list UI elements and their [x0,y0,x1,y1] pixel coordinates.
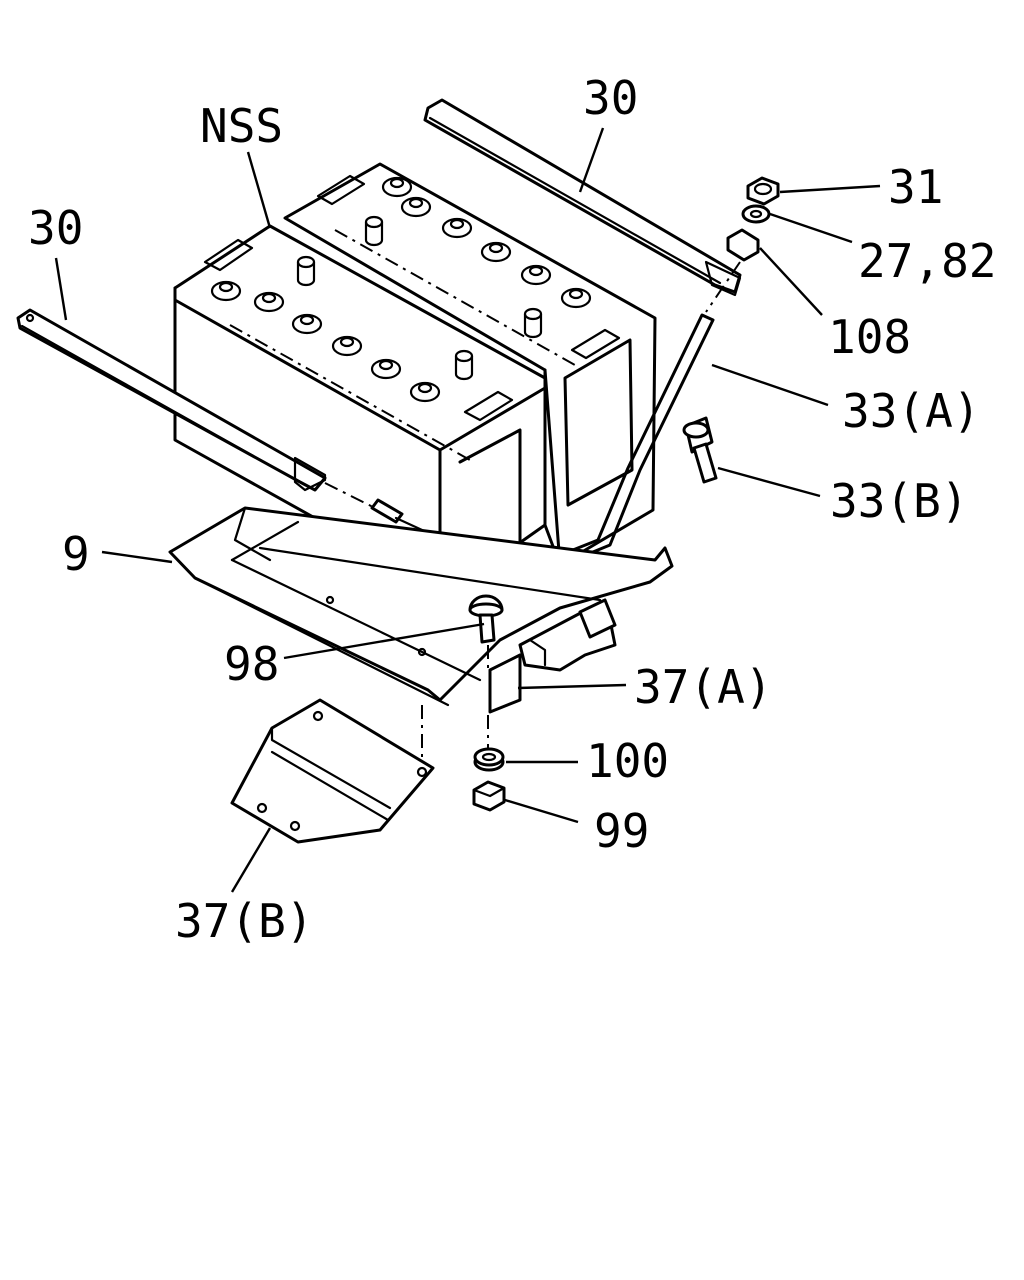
label-98: 98 [224,637,279,691]
washer-100 [473,747,505,772]
label-99: 99 [594,804,649,858]
label-37b: 37(B) [175,894,313,948]
label-30-left: 30 [28,201,83,255]
bolt-98 [468,594,504,672]
washer-27-82 [741,204,771,224]
label-30-top: 30 [583,71,638,125]
label-27-82: 27,82 [858,234,996,288]
battery-tray [168,506,674,707]
label-100: 100 [586,734,669,788]
label-37a: 37(A) [634,660,772,714]
label-33a: 33(A) [842,384,980,438]
hold-down-strap-left [16,308,327,492]
nut-31 [746,176,780,206]
label-33b: 33(B) [830,474,968,528]
bolt-33b [682,416,718,484]
label-nss: NSS [200,99,283,153]
hold-down-strap-top [423,98,742,297]
bracket-37a [488,598,617,714]
nut-99 [472,780,506,812]
label-9: 9 [62,527,90,581]
label-31: 31 [888,160,943,214]
plate-37b [230,698,435,844]
spacer-108 [726,228,760,262]
leader-lines [54,127,881,893]
label-108: 108 [828,310,911,364]
